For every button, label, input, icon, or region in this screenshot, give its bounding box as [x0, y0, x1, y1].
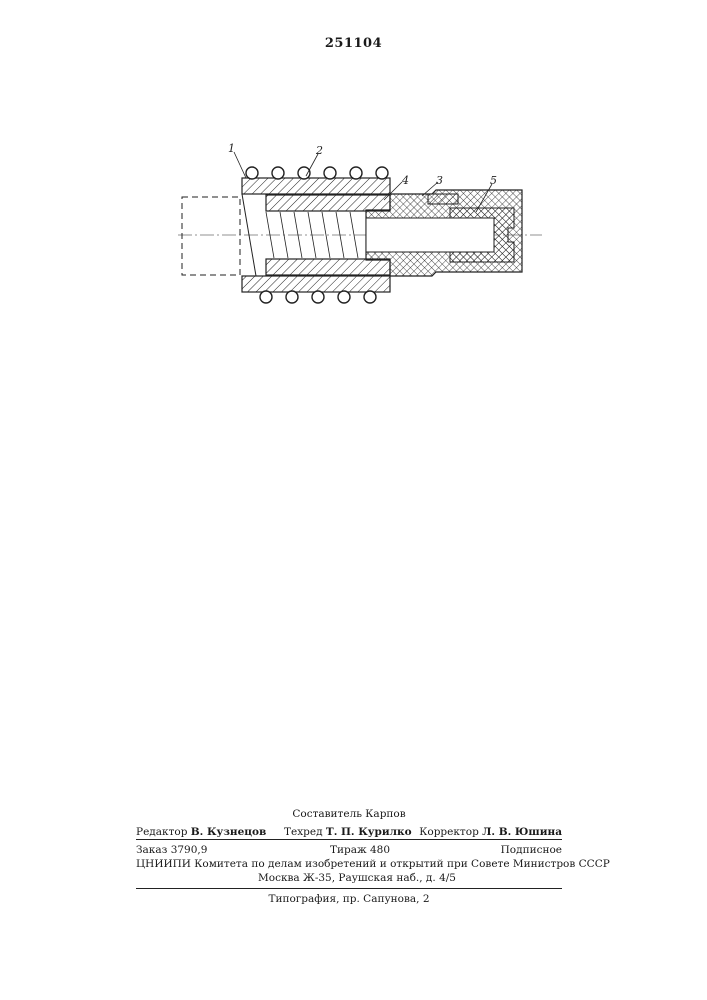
sleeve-bottom — [242, 276, 390, 292]
subscription: Подписное — [501, 844, 562, 856]
label-5: 5 — [490, 174, 497, 187]
label-1: 1 — [228, 142, 235, 155]
order: Заказ 3790,9 — [136, 844, 207, 856]
printing-line: Типография, пр. Сапунова, 2 — [136, 893, 562, 905]
label-2: 2 — [315, 144, 323, 157]
compiler-line: Составитель Карпов — [136, 808, 562, 820]
label-4: 4 — [401, 174, 409, 187]
proofreader: Корректор Л. В. Юшина — [419, 826, 562, 838]
address: Москва Ж-35, Раушская наб., д. 4/5 — [258, 872, 456, 884]
techeditor: Техред Т. П. Курилко — [284, 826, 412, 838]
technical-drawing: 1 2 4 3 5 — [170, 140, 550, 310]
institute: ЦНИИПИ Комитета по делам изобретений и о… — [136, 858, 562, 870]
sleeve-top — [242, 178, 390, 194]
printing-house: Типография, пр. Сапунова, 2 — [268, 893, 429, 905]
editor: Редактор В. Кузнецов — [136, 826, 266, 838]
label-3: 3 — [436, 174, 443, 187]
insert-top — [266, 195, 390, 211]
divider — [136, 888, 562, 889]
divider — [136, 839, 562, 840]
circulation: Тираж 480 — [330, 844, 390, 856]
compiler: Составитель Карпов — [292, 808, 405, 820]
dashed-part-outline — [182, 197, 240, 275]
patent-number: 251104 — [0, 36, 707, 51]
insert-bottom — [266, 259, 390, 275]
